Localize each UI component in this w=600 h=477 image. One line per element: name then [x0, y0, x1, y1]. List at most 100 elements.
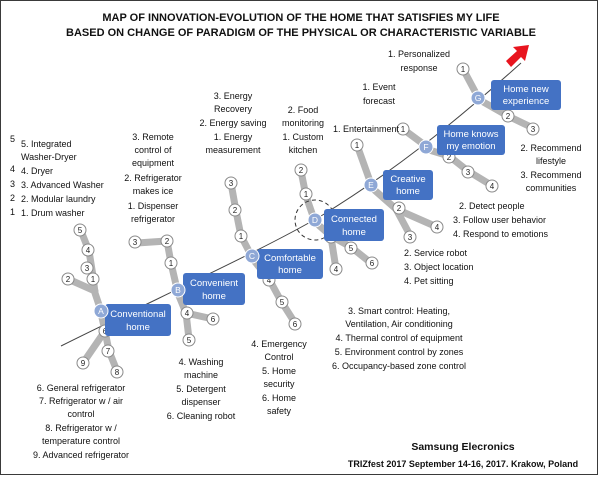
- branch-number: 2: [233, 206, 238, 215]
- branch-circle: 3: [128, 235, 142, 249]
- label-line: monitoring: [282, 118, 324, 128]
- labels-C-down: 4. Emergency Control 5. Home security 6.…: [251, 339, 307, 416]
- label-line: Control: [264, 352, 293, 362]
- stage-D: Connected home D: [307, 209, 384, 241]
- branch-number: 4: [435, 223, 440, 232]
- stage-label: home: [396, 186, 420, 197]
- labels-D-up: 2. Food monitoring 1. Custom kitchen: [282, 105, 324, 155]
- labels-B-down: 4. Washing machine 5. Detergent dispense…: [167, 357, 236, 421]
- label-line: dispenser: [181, 397, 220, 407]
- branch-circle: 6: [288, 317, 302, 331]
- branch-number: 1: [239, 232, 244, 241]
- branch-circle: 4: [430, 220, 444, 234]
- branch-number: 4: [334, 265, 339, 274]
- branch-circle: 6: [206, 312, 220, 326]
- branch-circle: 2: [501, 109, 515, 123]
- stage-label: home: [342, 227, 366, 238]
- label-line: 4. Thermal control of equipment: [336, 333, 463, 343]
- branch-circle: 2: [160, 234, 174, 248]
- label-number: 5: [10, 134, 15, 144]
- stage-label: Comfortable: [264, 253, 316, 264]
- labels-B-up: 3. Remote control of equipment 2. Refrig…: [124, 132, 182, 224]
- branch-number: 1: [304, 190, 309, 199]
- label-line: 4. Emergency: [251, 339, 307, 349]
- stage-A: Conventional home A: [93, 303, 171, 336]
- label-line: 6. Home: [262, 393, 296, 403]
- label-line: 6. Occupancy-based zone control: [332, 361, 466, 371]
- branch-circle: 5: [275, 295, 289, 309]
- branch-circle: 1: [350, 138, 364, 152]
- branch-number: 5: [349, 244, 354, 253]
- label-line: safety: [267, 406, 292, 416]
- footer-company: Samsung Elecronics: [411, 441, 514, 453]
- branch-circle: 5: [344, 241, 358, 255]
- label-line: 2. Refrigerator: [124, 173, 182, 183]
- label-line: 1. Personalized: [388, 49, 450, 59]
- label-line: 1. Entertainment: [333, 124, 400, 134]
- branch-circle: 2: [61, 272, 75, 286]
- branch-circle: 7: [101, 344, 115, 358]
- branch-circle: 1: [299, 187, 313, 201]
- label-line: makes ice: [133, 186, 174, 196]
- branch-number: 9: [81, 359, 86, 368]
- branch-circle: 1: [164, 256, 178, 270]
- label-line: 1. Event: [362, 82, 396, 92]
- branch-circle: 8: [110, 365, 124, 379]
- branch-number: 2: [397, 204, 402, 213]
- stage-label: Connected: [331, 214, 377, 225]
- label-line: temperature control: [42, 436, 120, 446]
- branch-number: 7: [106, 347, 111, 356]
- branch-number: 4: [267, 276, 272, 285]
- branch-number: 5: [78, 226, 83, 235]
- branch-number: 8: [115, 368, 120, 377]
- branch-circle: 4: [180, 306, 194, 320]
- label-line: 5. Integrated: [21, 139, 72, 149]
- branches: [64, 65, 537, 375]
- branch-circle: 1: [396, 122, 410, 136]
- label-line: control: [67, 409, 94, 419]
- stage-label: Conventional: [110, 309, 165, 320]
- branch-number: 4: [185, 309, 190, 318]
- branch-number: 2: [447, 153, 452, 162]
- branch-circle: 2: [294, 163, 308, 177]
- label-line: equipment: [132, 158, 175, 168]
- branch-circle: 3: [80, 261, 94, 275]
- labels-A-up: 5 4 3 2 1 5. Integrated Washer-Dryer 4. …: [10, 134, 104, 218]
- stage-letter: C: [249, 251, 255, 261]
- branch-number: 1: [355, 141, 360, 150]
- label-line: 6. General refrigerator: [37, 383, 126, 393]
- branch-number: 3: [229, 179, 234, 188]
- label-line: 8. Refrigerator w /: [45, 423, 117, 433]
- branch-number: 3: [408, 233, 413, 242]
- label-line: control of: [134, 145, 172, 155]
- label-line: refrigerator: [131, 214, 175, 224]
- branch-number: 2: [299, 166, 304, 175]
- labels-G-up: 1. Personalized response: [388, 49, 450, 73]
- label-line: 3. Advanced Washer: [21, 180, 104, 190]
- stage-letter: G: [475, 93, 482, 103]
- label-line: 3. Object location: [404, 262, 474, 272]
- stage-label: Home knows: [444, 129, 499, 140]
- branch-circle: 2: [228, 203, 242, 217]
- label-line: 1. Drum washer: [21, 208, 85, 218]
- label-number: 4: [10, 164, 15, 174]
- label-line: 4. Pet sitting: [404, 276, 454, 286]
- labels-E-up: 1. Entertainment: [333, 124, 400, 134]
- stage-letter: D: [312, 215, 318, 225]
- label-line: 3. Recommend: [520, 170, 581, 180]
- label-line: 2. Food: [288, 105, 319, 115]
- stage-label: my emotion: [446, 141, 495, 152]
- label-number: 2: [10, 193, 15, 203]
- stage-label: experience: [503, 96, 549, 107]
- label-line: 4. Washing: [179, 357, 224, 367]
- labels-E-down: 2. Service robot 3. Object location 4. P…: [404, 248, 474, 286]
- label-number: 1: [10, 207, 15, 217]
- stage-label: home: [202, 291, 226, 302]
- labels-F-up: 1. Event forecast: [362, 82, 396, 106]
- branch-number: 3: [85, 264, 90, 273]
- stage-label: Home new: [503, 84, 549, 95]
- stage-E: Creative home E: [363, 170, 433, 200]
- branch-number: 1: [91, 275, 96, 284]
